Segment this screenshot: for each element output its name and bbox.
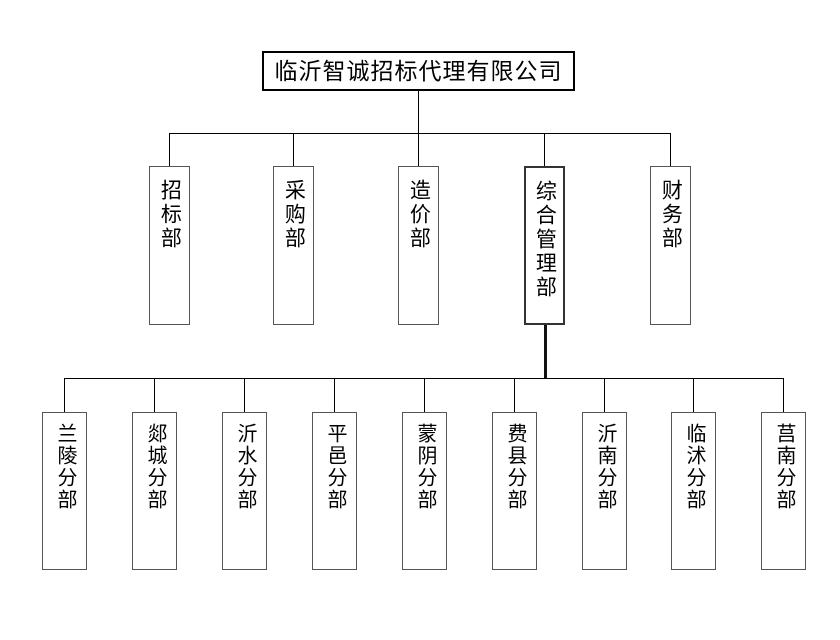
connector-drop-branch-3 — [244, 378, 245, 412]
branch-label: 沂水分部 — [234, 423, 256, 511]
connector-drop-dept-1 — [169, 133, 170, 166]
org-node-branch-yinan[interactable]: 沂南分部 — [582, 412, 627, 570]
branch-label: 费县分部 — [504, 423, 526, 511]
connector-drop-branch-5 — [424, 378, 425, 412]
branch-label: 沂南分部 — [594, 423, 616, 511]
branch-label: 莒南分部 — [773, 423, 795, 511]
branch-label: 临沭分部 — [683, 423, 705, 511]
branch-label: 平邑分部 — [324, 423, 346, 511]
connector-drop-branch-8 — [693, 378, 694, 412]
connector-drop-dept-3 — [418, 133, 419, 166]
org-node-company[interactable]: 临沂智诚招标代理有限公司 — [262, 51, 575, 91]
branch-label: 蒙阴分部 — [414, 423, 436, 511]
org-node-branch-pingyi[interactable]: 平邑分部 — [312, 412, 357, 570]
connector-root-stem — [418, 91, 419, 133]
org-node-branch-junan[interactable]: 莒南分部 — [761, 412, 806, 570]
connector-level2-bus — [169, 133, 671, 134]
connector-drop-dept-4 — [544, 133, 545, 166]
org-node-dept-zhaobiao[interactable]: 招标部 — [149, 166, 190, 325]
connector-drop-branch-2 — [154, 378, 155, 412]
connector-drop-branch-4 — [334, 378, 335, 412]
connector-zongheguanli-stem — [544, 325, 547, 379]
org-node-dept-caigou[interactable]: 采购部 — [273, 166, 314, 325]
org-node-branch-lanling[interactable]: 兰陵分部 — [42, 412, 87, 570]
org-node-dept-zongheguanli[interactable]: 综合管理部 — [524, 166, 565, 325]
connector-branch-bus — [64, 378, 783, 379]
connector-drop-branch-1 — [64, 378, 65, 412]
company-name-label: 临沂智诚招标代理有限公司 — [274, 57, 563, 84]
dept-label: 造价部 — [407, 179, 432, 251]
org-node-dept-caiwu[interactable]: 财务部 — [650, 166, 691, 325]
branch-label: 郯城分部 — [144, 423, 166, 511]
connector-drop-branch-6 — [514, 378, 515, 412]
connector-drop-branch-9 — [783, 378, 784, 412]
org-node-dept-zaojia[interactable]: 造价部 — [398, 166, 439, 325]
dept-label: 采购部 — [282, 179, 307, 251]
org-node-branch-yishui[interactable]: 沂水分部 — [222, 412, 267, 570]
org-node-branch-linshu[interactable]: 临沭分部 — [671, 412, 716, 570]
org-node-branch-tancheng[interactable]: 郯城分部 — [132, 412, 177, 570]
branch-label: 兰陵分部 — [54, 423, 76, 511]
connector-drop-dept-2 — [293, 133, 294, 166]
org-node-branch-mengyin[interactable]: 蒙阴分部 — [402, 412, 447, 570]
dept-label: 财务部 — [659, 179, 684, 251]
connector-drop-branch-7 — [604, 378, 605, 412]
dept-label: 综合管理部 — [533, 180, 558, 300]
dept-label: 招标部 — [158, 179, 183, 251]
org-node-branch-feixian[interactable]: 费县分部 — [492, 412, 537, 570]
connector-drop-dept-5 — [670, 133, 671, 166]
